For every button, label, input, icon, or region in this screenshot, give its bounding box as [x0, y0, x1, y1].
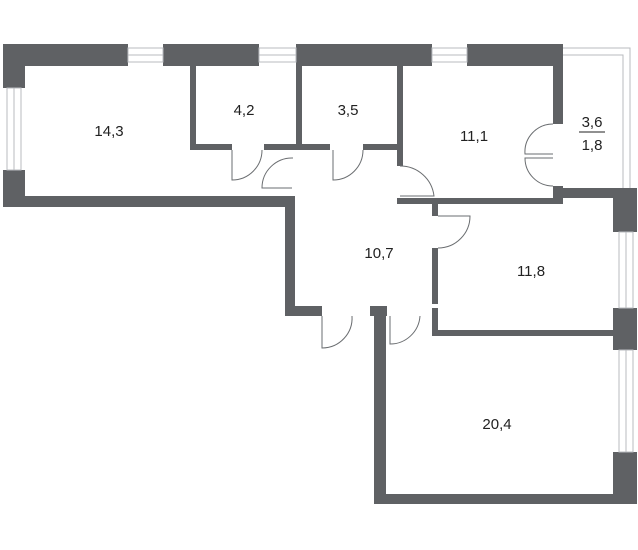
room-right-mid-area: 11,8 [517, 263, 545, 280]
room-right-top-area: 11,1 [460, 128, 488, 145]
door-room-left [261, 157, 294, 189]
door-room-right-top [399, 165, 435, 197]
door-balcony-1 [524, 123, 554, 155]
room-bottom-area: 20,4 [482, 416, 511, 433]
door-room-bottom [389, 315, 421, 345]
walls [3, 44, 637, 504]
balcony-area-top: 3,6 [582, 114, 603, 131]
door-room-small-2 [332, 149, 364, 181]
balcony-area-bottom: 1,8 [582, 137, 603, 154]
room-small-1-area: 4,2 [234, 102, 255, 119]
door-balcony-2 [524, 157, 554, 187]
room-labels: 14,3 4,2 3,5 11,1 3,6 1,8 10,7 11,8 20,4 [94, 102, 605, 433]
door-room-right-mid [437, 215, 471, 249]
hall-area: 10,7 [364, 245, 393, 262]
room-left-area: 14,3 [94, 123, 123, 140]
windows [6, 47, 634, 453]
door-entrance [321, 315, 353, 349]
door-room-small-1 [231, 149, 263, 181]
balcony-glazing [563, 47, 631, 188]
doors [231, 123, 554, 349]
room-small-2-area: 3,5 [338, 102, 359, 119]
